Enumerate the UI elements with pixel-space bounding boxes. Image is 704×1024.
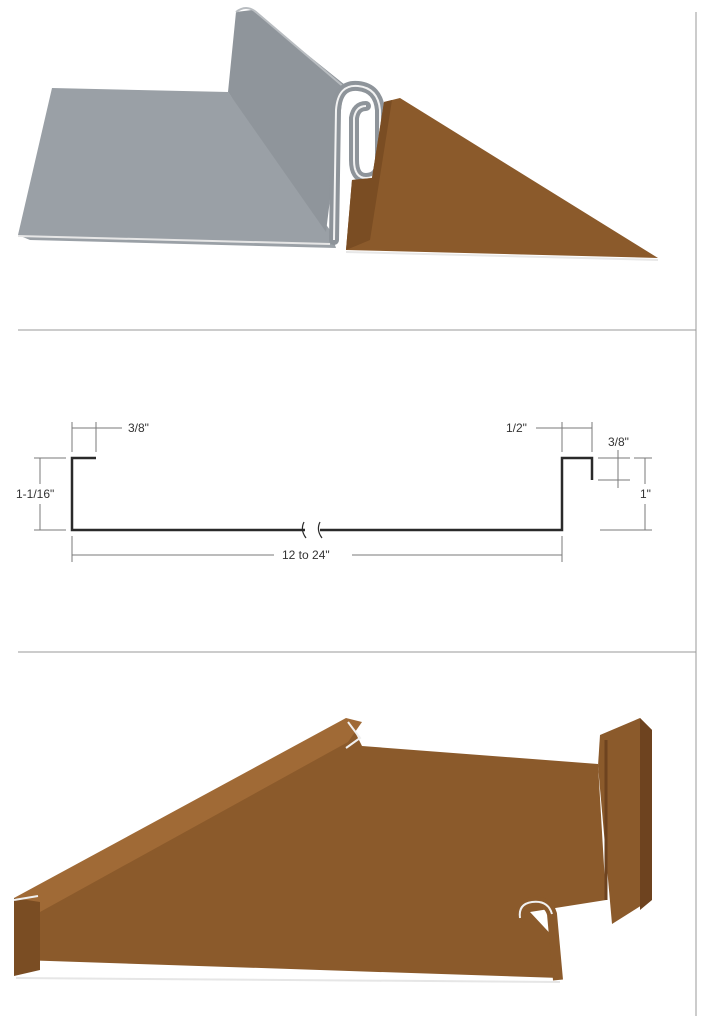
gray-panel-leg bbox=[228, 10, 345, 232]
panel-width-label: 12 to 24" bbox=[282, 548, 330, 562]
panel-pan-face bbox=[20, 722, 606, 978]
panel-3d-illustration bbox=[13, 718, 652, 983]
left-rib-top-face bbox=[14, 718, 362, 918]
gray-panel-edge-highlight bbox=[235, 7, 346, 89]
profile-left-section bbox=[70, 456, 305, 532]
left-rib-hem-highlight bbox=[13, 895, 39, 901]
break-mark-left bbox=[301, 521, 307, 539]
break-mark-right bbox=[317, 521, 323, 539]
right-leg-height-label: 1" bbox=[640, 487, 651, 501]
left-rib-back-hem bbox=[345, 721, 362, 749]
panel-bottom-edge bbox=[15, 977, 561, 983]
gray-panel-bottom-edge bbox=[17, 235, 331, 245]
gray-panel-face bbox=[18, 88, 336, 248]
profile-right-section bbox=[320, 456, 594, 532]
brown-panel-face bbox=[346, 98, 658, 258]
right-hook-label: 3/8" bbox=[608, 435, 629, 449]
left-rib-front-face bbox=[14, 898, 40, 976]
left-hem-width-label: 3/8" bbox=[128, 421, 149, 435]
profile-drawing: 3/8" 1-1/16" 1/2" 3/8" 1" 12 to 24" bbox=[16, 421, 652, 562]
brown-panel-leg bbox=[346, 100, 392, 250]
right-seam-hook-highlight bbox=[518, 900, 553, 919]
brown-panel-bottom-edge bbox=[345, 251, 659, 261]
seam-joint-illustration bbox=[17, 7, 659, 261]
right-seam-side bbox=[640, 718, 652, 910]
left-leg-height-label: 1-1/16" bbox=[16, 487, 54, 501]
right-seam-leg bbox=[598, 718, 652, 924]
right-top-width-label: 1/2" bbox=[506, 421, 527, 435]
